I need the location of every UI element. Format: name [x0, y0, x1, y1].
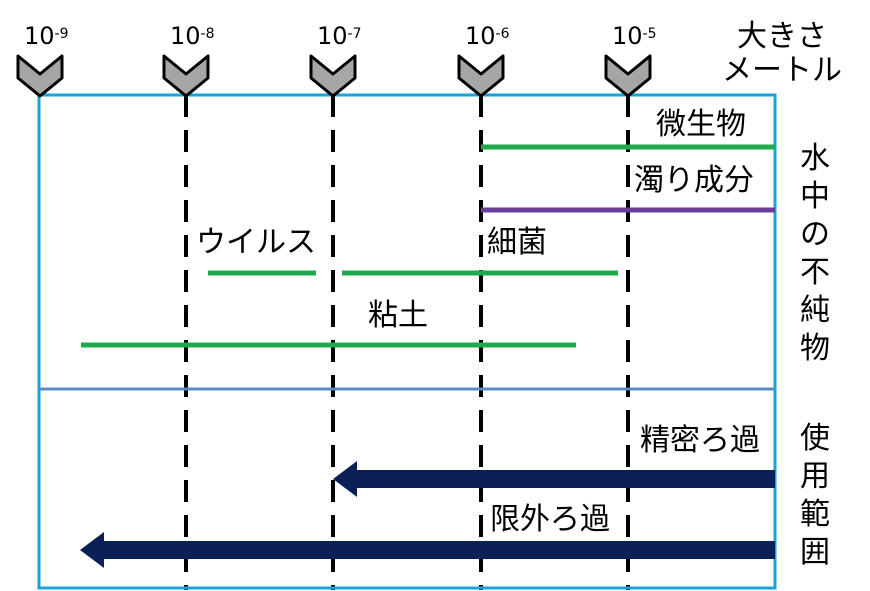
- microbes-label: 微生物: [656, 107, 746, 142]
- unit-label-meter: メートル: [722, 53, 842, 88]
- scale-markers: [16, 54, 652, 98]
- usage-arrows: [80, 461, 775, 568]
- frame: [37, 93, 777, 590]
- unit-label-size: 大きさ: [737, 19, 827, 54]
- ultrafiltration-arrowhead: [80, 532, 104, 568]
- marker-1e-9: [16, 54, 64, 98]
- tick-label-1e-5: 10-5: [612, 22, 657, 50]
- microfiltration-arrowhead: [333, 461, 357, 497]
- usage-section-title: 使用範囲: [800, 421, 830, 570]
- microfiltration-arrow-shaft: [353, 470, 775, 488]
- marker-1e-6: [457, 54, 505, 98]
- marker-1e-5: [604, 54, 652, 98]
- marker-1e-7: [309, 54, 357, 98]
- virus-label: ウイルス: [196, 225, 316, 260]
- bacteria-label: 細菌: [487, 225, 547, 260]
- ultrafiltration-label: 限外ろ過: [490, 502, 610, 537]
- tick-label-1e-8: 10-8: [170, 22, 215, 50]
- microfiltration-label: 精密ろ過: [640, 423, 760, 458]
- impurities-section-title: 水中の不純物: [800, 141, 830, 366]
- ultrafiltration-arrow-shaft: [100, 541, 775, 559]
- impurity-ranges: [81, 144, 775, 348]
- clay-label: 粘土: [368, 298, 428, 333]
- tick-label-1e-9: 10-9: [24, 22, 69, 50]
- tick-label-1e-7: 10-7: [317, 22, 362, 50]
- turbidity-label: 濁り成分: [634, 163, 754, 198]
- marker-1e-8: [162, 54, 210, 98]
- tick-label-1e-6: 10-6: [465, 22, 510, 50]
